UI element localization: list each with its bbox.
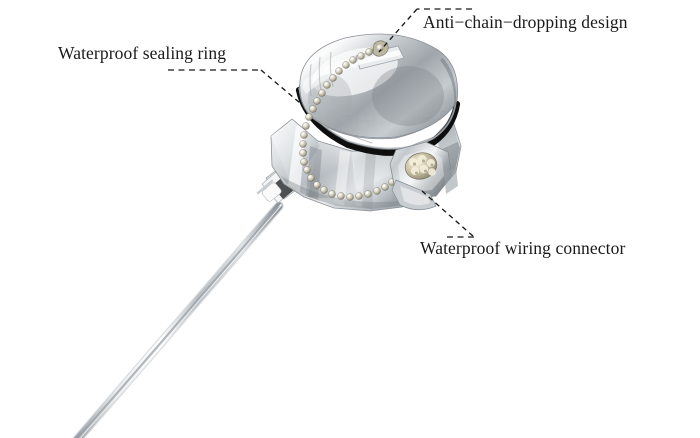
leader-lines — [168, 8, 475, 238]
callout-label-sealing-ring: Waterproof sealing ring — [58, 43, 227, 63]
leader-sealing-ring-diag — [260, 69, 301, 104]
probe-stem — [72, 201, 284, 438]
leader-anti-chain-diag — [378, 8, 418, 53]
callout-label-wiring-connector: Waterproof wiring connector — [420, 238, 626, 258]
cable-gland — [389, 141, 458, 211]
leader-wiring-diag — [421, 190, 475, 238]
callout-label-anti-chain-dropping: Anti−chain−dropping design — [423, 12, 628, 32]
